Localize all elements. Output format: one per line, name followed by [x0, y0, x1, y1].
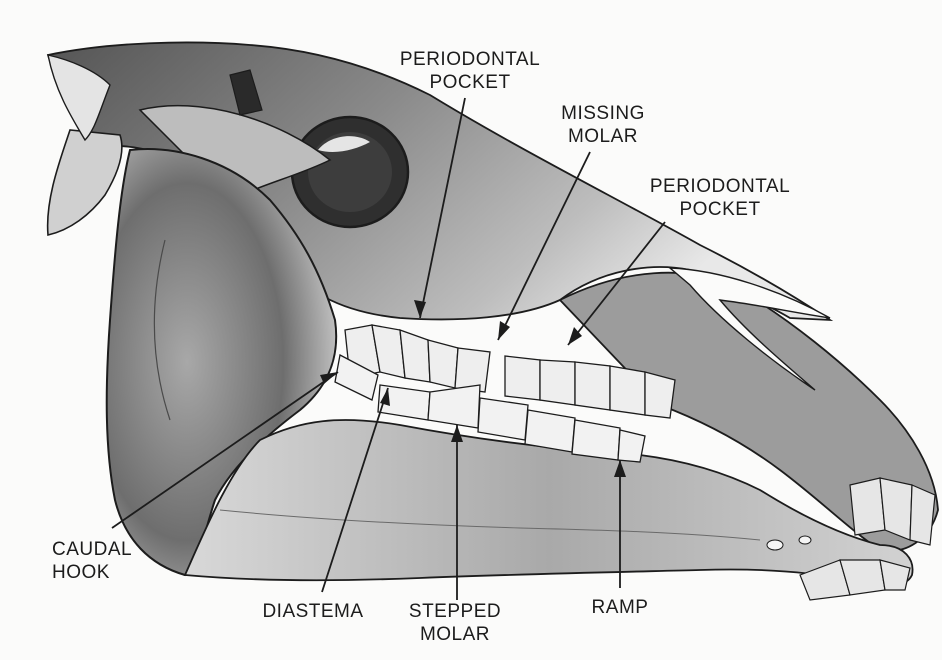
label-periodontal-pocket-upper: PERIODONTAL POCKET: [395, 48, 545, 94]
label-caudal-hook: CAUDAL HOOK: [52, 538, 152, 584]
label-stepped-molar: STEPPED MOLAR: [405, 600, 505, 646]
label-periodontal-pocket-right: PERIODONTAL POCKET: [645, 175, 795, 221]
label-ramp: RAMP: [580, 596, 660, 619]
label-missing-molar: MISSING MOLAR: [548, 102, 658, 148]
label-diastema: DIASTEMA: [253, 600, 373, 623]
occipital: [48, 130, 122, 235]
